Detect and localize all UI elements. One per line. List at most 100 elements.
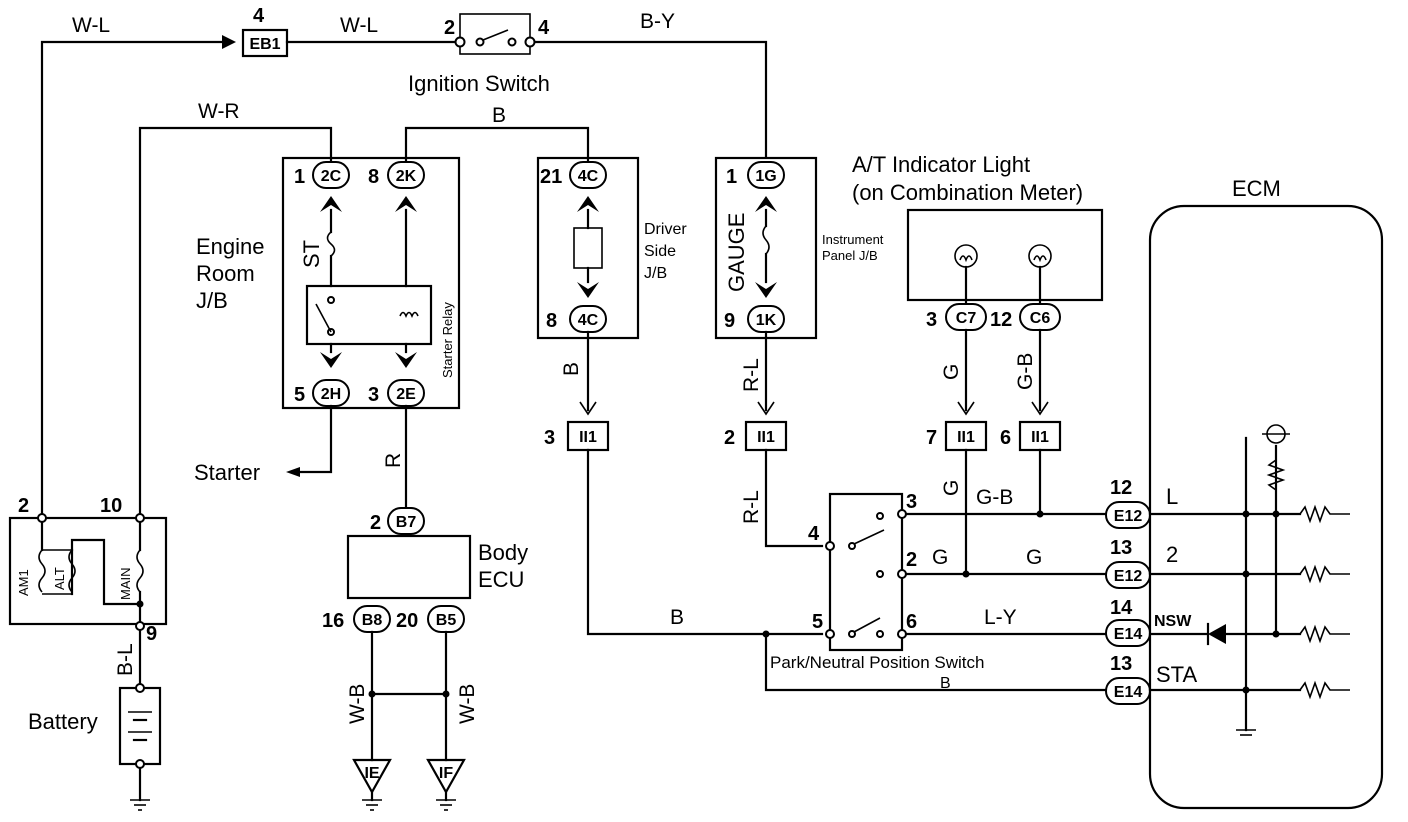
pnp-switch-box: [828, 492, 904, 652]
relay-coil: [399, 311, 419, 319]
chevron-2k: [395, 196, 417, 212]
fuse-alt-label: ALT: [52, 567, 67, 590]
svg-text:2E: 2E: [396, 386, 416, 403]
ecm-terminal-l: L: [1166, 484, 1178, 509]
connector-e14-b: E14: [1105, 677, 1151, 705]
svg-text:2K: 2K: [396, 168, 417, 185]
wire-alt-main: [70, 538, 142, 606]
pin-e12-l: 12: [1110, 477, 1132, 499]
bulb-icon: [1028, 244, 1052, 268]
connector-1k: 1K: [747, 305, 785, 333]
svg-text:B5: B5: [436, 612, 457, 629]
connector-4c-top: 4C: [569, 161, 607, 189]
fuse-am1-label: AM1: [16, 569, 31, 596]
connector-ii1-b-label: II1: [757, 429, 775, 446]
starter-label: Starter: [194, 460, 260, 485]
pin-2c: 1: [294, 166, 305, 188]
pin-4c-top: 21: [540, 166, 562, 188]
pin-c6: 12: [990, 309, 1012, 331]
arrow-starter: [286, 467, 300, 477]
connector-2k: 2K: [387, 161, 425, 189]
wire-label-g-b-low: G-B: [976, 486, 1013, 509]
fuse-am1: [38, 549, 46, 593]
svg-text:2C: 2C: [321, 168, 342, 185]
svg-text:C6: C6: [1030, 310, 1051, 327]
ecm-terminal-sta: STA: [1156, 662, 1197, 687]
svg-text:B8: B8: [362, 612, 383, 629]
wire-label-b-sta: B: [940, 675, 951, 692]
wire-label-g-2: G: [932, 546, 948, 569]
wire-b-pnp: [586, 448, 824, 636]
ground-if-label: IF: [439, 765, 453, 782]
fusible-link-box: [8, 516, 168, 626]
wire-label-w-l-2: W-L: [340, 14, 378, 37]
pin-ii1-b: 2: [724, 427, 735, 449]
wire-w-r: [138, 126, 333, 522]
connector-2c: 2C: [312, 161, 350, 189]
starter-relay-label: Starter Relay: [440, 302, 455, 378]
arrow-eb1: [222, 35, 236, 49]
fuse-driver-jb: [573, 227, 603, 269]
connector-b8: B8: [353, 605, 391, 633]
wire-label-w-b-1: W-B: [346, 684, 369, 724]
connector-1g: 1G: [747, 161, 785, 189]
at-indicator-label-2: (on Combination Meter): [852, 180, 1083, 205]
fuse-st-label: ST: [299, 240, 324, 268]
connector-eb1-label: EB1: [249, 36, 280, 53]
pin-b7: 2: [370, 512, 381, 534]
wire-label-g-2b: G: [1026, 546, 1042, 569]
fuse-main-label: MAIN: [118, 568, 133, 601]
wire-label-w-b-2: W-B: [456, 684, 479, 724]
battery-label: Battery: [28, 709, 98, 734]
connector-ii1-a-label: II1: [579, 429, 597, 446]
engine-room-label-1: Engine: [196, 234, 265, 259]
fuse-st: [326, 231, 336, 257]
resistor-2: [1299, 564, 1350, 584]
chevron-2c: [320, 196, 342, 212]
svg-text:B7: B7: [396, 514, 417, 531]
svg-text:4C: 4C: [578, 312, 599, 329]
pin-pnp-2: 2: [906, 549, 917, 571]
connector-4c-bot: 4C: [569, 305, 607, 333]
bulb-icon: [954, 244, 978, 268]
connector-2e: 2E: [387, 379, 425, 407]
wire-label-b-pnp: B: [670, 606, 684, 629]
wire-w-l-feed: [40, 40, 224, 522]
pin-2k: 8: [368, 166, 379, 188]
pin-pnp-5: 5: [812, 611, 823, 633]
svg-text:C7: C7: [956, 310, 977, 327]
pnp-switch-label: Park/Neutral Position Switch: [770, 653, 984, 672]
svg-text:E14: E14: [1114, 626, 1143, 643]
connector-e12-b: E12: [1105, 561, 1151, 589]
resistor-l: [1299, 504, 1350, 524]
pin-e14-sta: 13: [1110, 653, 1132, 675]
driver-jb-label-1: Driver: [644, 221, 687, 238]
wire-r-l-low: [764, 448, 824, 548]
pin-pnp-6: 6: [906, 611, 917, 633]
pnp-contact-2: [853, 617, 881, 633]
wire-label-w-l-1: W-L: [72, 14, 110, 37]
wire-label-b-top: B: [492, 104, 506, 127]
pin-b8: 16: [322, 610, 344, 632]
relay-contact: [315, 303, 332, 333]
body-ecu-label-2: ECU: [478, 567, 524, 592]
ground-ie-label: IE: [364, 765, 379, 782]
wire-label-l-y: L-Y: [984, 606, 1017, 629]
wire-label-w-r: W-R: [198, 100, 240, 123]
connector-ii1-c-label: II1: [957, 429, 975, 446]
svg-text:2H: 2H: [321, 386, 341, 403]
pin-ii1-a: 3: [544, 427, 555, 449]
pin-4c-bot: 8: [546, 310, 557, 332]
pin-2h: 5: [294, 384, 305, 406]
pin-ign-out: 4: [538, 17, 550, 39]
gauge-label: GAUGE: [724, 213, 749, 292]
wire-label-r-l-low: R-L: [740, 490, 763, 524]
connector-b5: B5: [427, 605, 465, 633]
svg-text:1K: 1K: [756, 312, 777, 329]
ignition-switch: [454, 13, 536, 55]
fuse-alt: [68, 549, 76, 593]
svg-text:E12: E12: [1114, 508, 1143, 525]
ecm-terminal-2: 2: [1166, 542, 1178, 567]
instrument-panel-label-1: Instrument: [822, 232, 884, 247]
pin-fuse-in: 2: [18, 495, 29, 517]
